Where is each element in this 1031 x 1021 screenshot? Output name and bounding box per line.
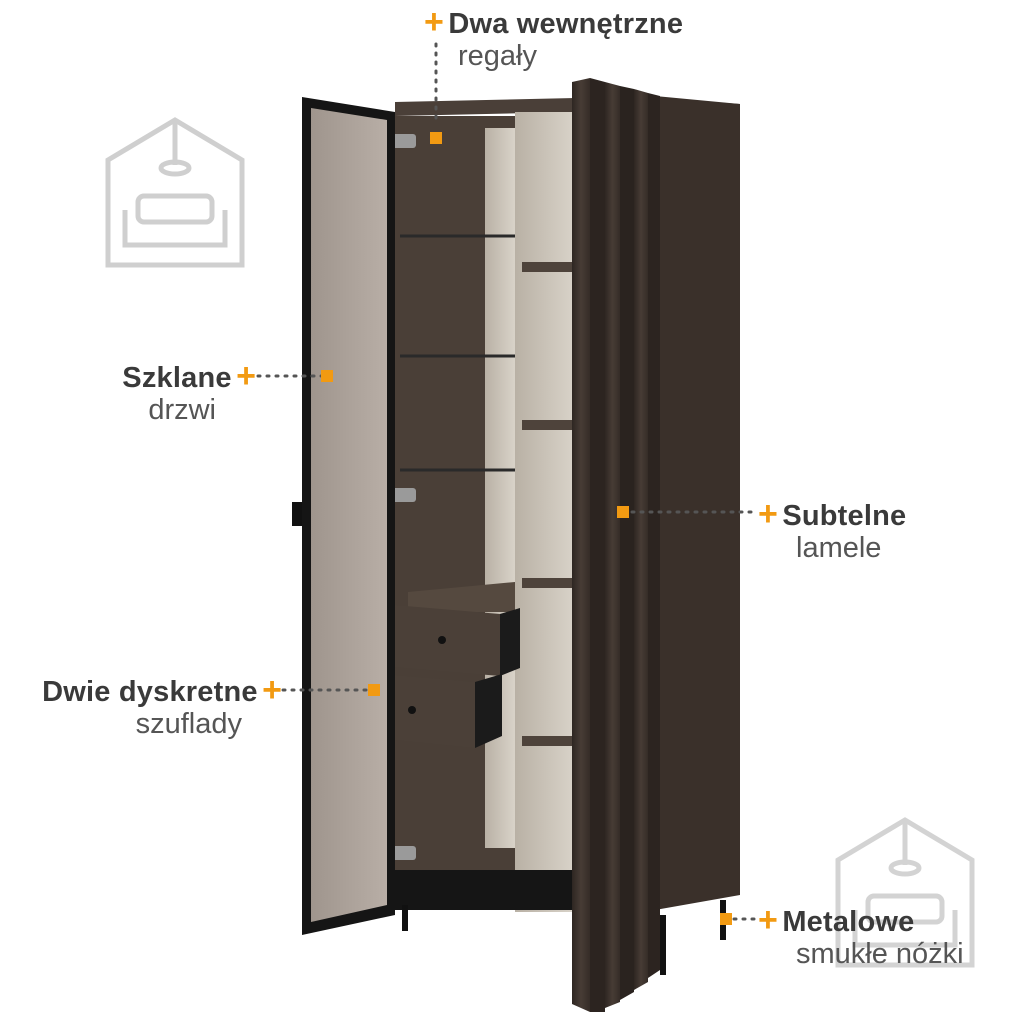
label-glass: Szklane + drzwi bbox=[60, 357, 256, 427]
label-slats-title: Subtelne bbox=[782, 500, 907, 532]
label-slats-sub: lamele bbox=[796, 532, 882, 565]
label-shelves: + Dwa wewnętrzne regały bbox=[424, 3, 684, 73]
label-legs: + Metalowe smukłe nóżki bbox=[758, 901, 964, 971]
house-sofa-logo bbox=[105, 117, 245, 268]
plus-icon: + bbox=[236, 357, 256, 395]
plus-icon: + bbox=[424, 3, 444, 41]
label-drawers-title: Dwie dyskretne bbox=[42, 676, 258, 708]
plus-icon: + bbox=[758, 495, 778, 533]
label-legs-title: Metalowe bbox=[782, 906, 915, 938]
label-slats: + Subtelne lamele bbox=[758, 495, 907, 565]
slat-door bbox=[572, 78, 660, 1012]
label-shelves-title: Dwa wewnętrzne bbox=[448, 8, 684, 40]
plus-icon: + bbox=[758, 901, 778, 939]
label-drawers: Dwie dyskretne + szuflady bbox=[0, 671, 282, 741]
plus-icon: + bbox=[262, 671, 282, 709]
drawer bbox=[382, 604, 520, 676]
label-shelves-sub: regały bbox=[458, 40, 537, 73]
label-legs-sub: smukłe nóżki bbox=[796, 938, 964, 971]
label-drawers-sub: szuflady bbox=[135, 708, 242, 741]
label-glass-sub: drzwi bbox=[148, 394, 216, 427]
house-sofa-logo bbox=[835, 817, 975, 968]
label-glass-title: Szklane bbox=[122, 362, 232, 394]
